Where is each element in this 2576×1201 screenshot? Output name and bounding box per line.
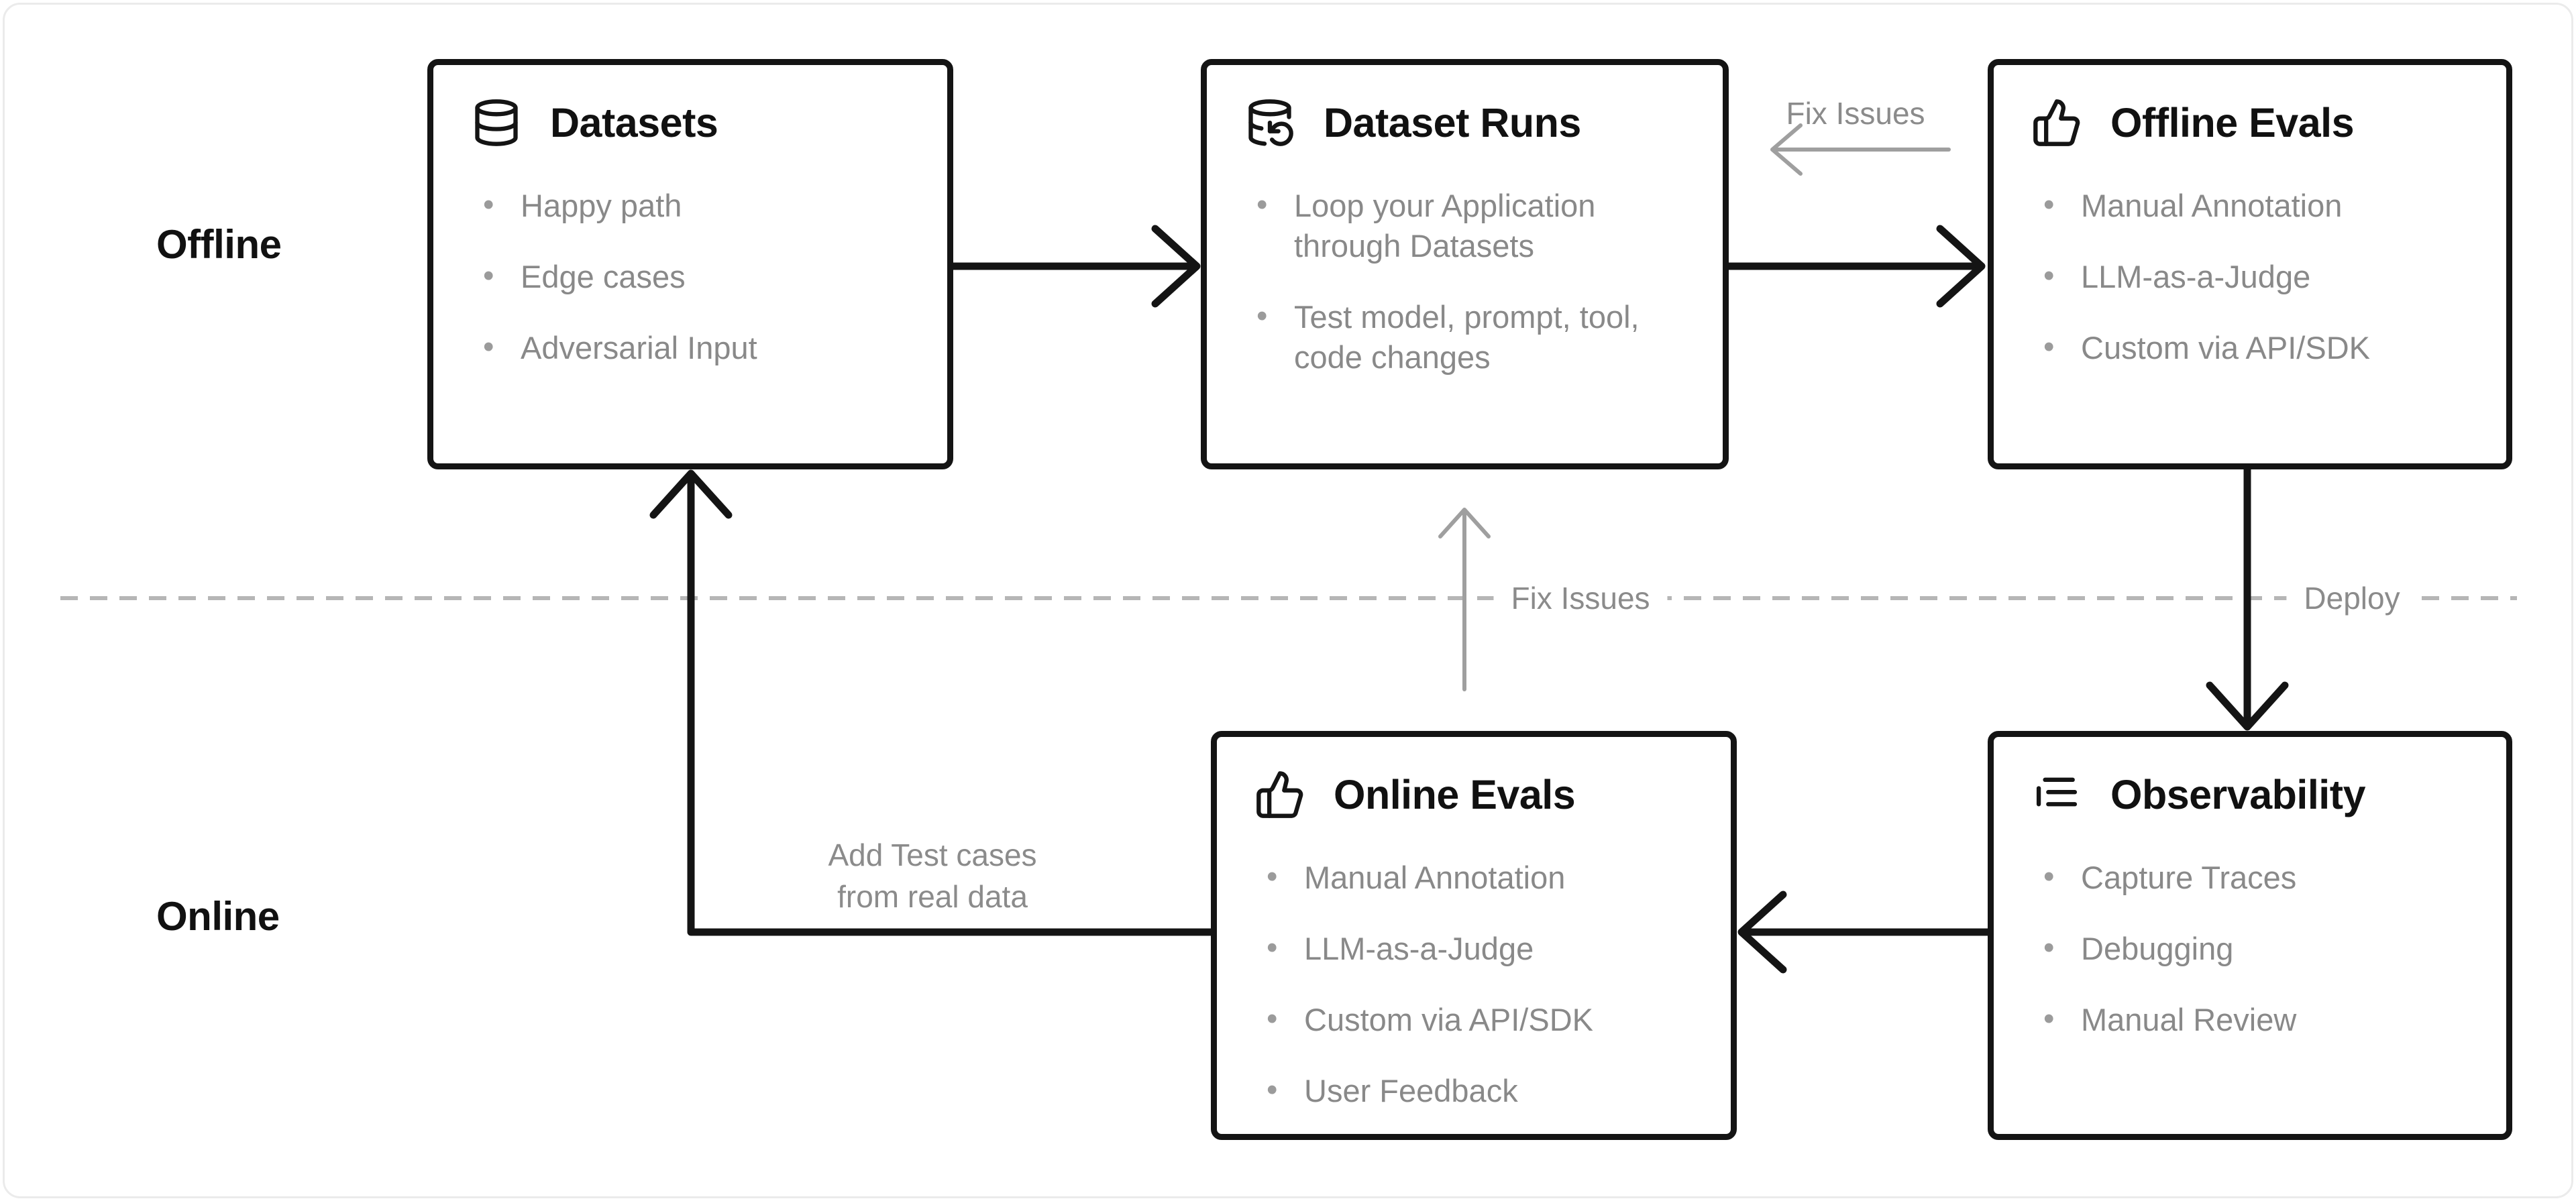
dataset-runs-box: Dataset Runs Loop your Application throu… [1201, 59, 1729, 469]
fix-issues-top-arrow [1770, 123, 1951, 176]
online-evals-box-title: Online Evals [1334, 772, 1576, 817]
datasets-box-header: Datasets [471, 96, 910, 150]
datasets-box-title: Datasets [550, 100, 718, 146]
fix-issues-mid-arrow [1438, 508, 1491, 691]
thumbs-up-icon [1254, 769, 1305, 820]
database-icon [471, 97, 522, 148]
observability-box-title: Observability [2110, 772, 2366, 817]
list-item: Loop your Application through Datasets [1254, 184, 1683, 266]
online-evals-box-header: Online Evals [1254, 768, 1693, 821]
list-item: Custom via API/SDK [1264, 998, 1693, 1040]
list-item: Test model, prompt, tool, code changes [1254, 296, 1683, 378]
datasets-box: Datasets Happy pathEdge casesAdversarial… [427, 59, 953, 469]
online-evals-to-datasets-feedback-arrow [649, 469, 1215, 936]
online-evals-list: Manual AnnotationLLM-as-a-JudgeCustom vi… [1254, 856, 1693, 1111]
dataset-runs-box-header: Dataset Runs [1244, 96, 1685, 150]
logs-icon [2031, 769, 2082, 820]
add-test-cases-line1: Add Test cases [828, 838, 1037, 872]
observability-box: Observability Capture TracesDebuggingMan… [1988, 731, 2512, 1140]
list-item: Happy path [480, 184, 910, 226]
observability-to-online-evals-arrow [1737, 891, 1992, 974]
offline-evals-list: Manual AnnotationLLM-as-a-JudgeCustom vi… [2031, 184, 2469, 368]
add-test-cases-label: Add Test cases from real data [828, 834, 1036, 917]
dataset-runs-to-offline-evals-arrow [1725, 225, 1986, 308]
database-backup-icon [1244, 97, 1295, 148]
list-item: LLM-as-a-Judge [1264, 927, 1693, 969]
deploy-label: Deploy [2286, 576, 2418, 620]
offline-evals-box-title: Offline Evals [2110, 100, 2355, 146]
offline-evals-box-header: Offline Evals [2031, 96, 2469, 150]
datasets-to-dataset-runs-arrow [949, 225, 1201, 308]
list-item: Custom via API/SDK [2041, 327, 2469, 368]
list-item: Debugging [2041, 927, 2469, 969]
list-item: User Feedback [1264, 1070, 1693, 1111]
list-item: LLM-as-a-Judge [2041, 255, 2469, 297]
fix-issues-top-label: Fix Issues [1786, 96, 1925, 131]
list-item: Capture Traces [2041, 856, 2469, 898]
list-item: Manual Annotation [2041, 184, 2469, 226]
observability-list: Capture TracesDebuggingManual Review [2031, 856, 2469, 1040]
thumbs-up-icon [2031, 97, 2082, 148]
online-section-label: Online [156, 894, 280, 939]
add-test-cases-line2: from real data [837, 879, 1028, 914]
online-evals-box: Online Evals Manual AnnotationLLM-as-a-J… [1211, 731, 1737, 1140]
offline-section-label: Offline [156, 222, 282, 267]
observability-box-header: Observability [2031, 768, 2469, 821]
list-item: Edge cases [480, 255, 910, 297]
list-item: Adversarial Input [480, 327, 910, 368]
dataset-runs-list: Loop your Application through DatasetsTe… [1244, 184, 1685, 378]
list-item: Manual Review [2041, 998, 2469, 1040]
fix-issues-mid-label: Fix Issues [1493, 576, 1668, 620]
list-item: Manual Annotation [1264, 856, 1693, 898]
dataset-runs-box-title: Dataset Runs [1324, 100, 1581, 146]
offline-evals-box: Offline Evals Manual AnnotationLLM-as-a-… [1988, 59, 2512, 469]
datasets-list: Happy pathEdge casesAdversarial Input [471, 184, 910, 368]
deploy-arrow [2206, 465, 2289, 731]
